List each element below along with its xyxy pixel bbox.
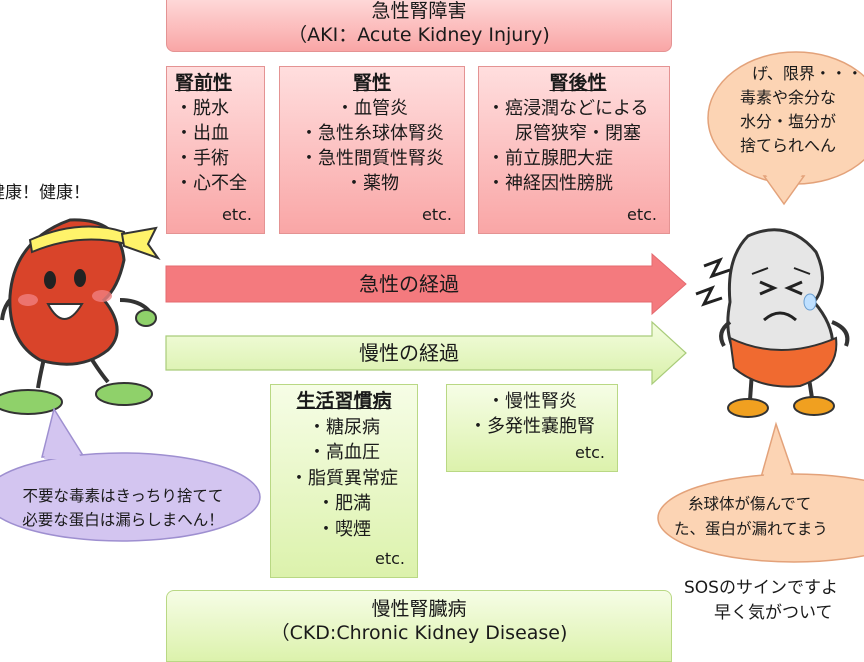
sos-text: SOSのサインですよ 早く気がついて bbox=[684, 576, 864, 626]
renal-header: 腎性 bbox=[352, 72, 391, 94]
sick-top-line: げ、限界・・・ bbox=[752, 64, 863, 83]
prerenal-item: ・出血 bbox=[175, 123, 229, 144]
lifestyle-item: ・肥満 bbox=[317, 493, 371, 514]
postrenal-item: ・神経因性膀胱 bbox=[487, 173, 613, 194]
sick-bottom-bubble-shape bbox=[657, 421, 864, 563]
prerenal-box: 腎前性 ・脱水 ・出血 ・手術 ・心不全 etc. bbox=[166, 66, 265, 234]
lifestyle-item: ・喫煙 bbox=[317, 518, 371, 540]
sos-line: 早く気がついて bbox=[714, 603, 833, 623]
prerenal-etc: etc. bbox=[222, 205, 252, 224]
postrenal-item: 尿管狭窄・閉塞 bbox=[515, 123, 641, 144]
aki-title-box: 急性腎障害 （AKI：Acute Kidney Injury) bbox=[166, 0, 672, 52]
ckd-title-box: 慢性腎臓病 （CKD:Chronic Kidney Disease) bbox=[166, 590, 672, 662]
aki-title: 急性腎障害 bbox=[371, 0, 467, 22]
renal-item: ・急性間質性腎炎 bbox=[300, 148, 444, 169]
ckd-title: 慢性腎臓病 bbox=[371, 598, 467, 620]
lifestyle-item: ・糖尿病 bbox=[308, 416, 380, 438]
prerenal-header: 腎前性 bbox=[175, 72, 233, 94]
lifestyle-header: 生活習慣病 bbox=[296, 390, 392, 412]
postrenal-box: 腎後性 ・癌浸潤などによる 尿管狭窄・閉塞 ・前立腺肥大症 ・神経因性膀胱 et… bbox=[478, 66, 670, 234]
lifestyle-box: 生活習慣病 ・糖尿病 ・高血圧 ・脂質異常症 ・肥満 ・喫煙 etc. bbox=[270, 384, 418, 578]
healthy-bubble-line: 不要な毒素はきっちり捨てて bbox=[22, 487, 224, 505]
healthy-bubble-text: 不要な毒素はきっちり捨てて 必要な蛋白は漏らしまへん！ bbox=[0, 484, 254, 532]
sick-top-line: 水分・塩分が bbox=[740, 112, 837, 131]
sick-bottom-line: 糸球体が傷んでて bbox=[688, 495, 812, 513]
healthy-bubble-shape bbox=[0, 407, 261, 542]
renal-item: ・急性糸球体腎炎 bbox=[300, 123, 444, 144]
lifestyle-item: ・高血圧 bbox=[308, 442, 380, 463]
lifestyle-etc: etc. bbox=[375, 548, 405, 568]
chronic-arrow bbox=[165, 320, 687, 386]
acute-arrow-label: 急性の経過 bbox=[359, 272, 459, 296]
sick-top-line: 捨てられへん bbox=[740, 136, 837, 155]
prerenal-item: ・脱水 bbox=[175, 98, 229, 119]
sick-top-line: 毒素や余分な bbox=[740, 88, 837, 107]
sick-top-bubble-shape bbox=[707, 51, 864, 206]
healthy-shout: 健康！健康！ bbox=[0, 183, 90, 203]
postrenal-header: 腎後性 bbox=[549, 72, 607, 94]
chronic-causes-item: ・多発性嚢胞腎 bbox=[469, 416, 595, 437]
prerenal-item: ・心不全 bbox=[175, 173, 247, 194]
chronic-causes-box: ・慢性腎炎 ・多発性嚢胞腎 etc. bbox=[446, 384, 618, 472]
sick-bottom-line: た、蛋白が漏れてまう bbox=[674, 520, 828, 538]
renal-box: 腎性 ・血管炎 ・急性糸球体腎炎 ・急性間質性腎炎 ・薬物 etc. bbox=[279, 66, 465, 234]
aki-subtitle: （AKI：Acute Kidney Injury) bbox=[288, 24, 550, 46]
renal-etc: etc. bbox=[422, 205, 452, 224]
sick-top-bubble-text: げ、限界・・・ 毒素や余分な 水分・塩分が 捨てられへん bbox=[740, 62, 864, 158]
postrenal-item: ・癌浸潤などによる bbox=[487, 98, 649, 119]
chronic-causes-etc: etc. bbox=[575, 443, 605, 462]
renal-item: ・血管炎 bbox=[336, 98, 408, 119]
postrenal-item: ・前立腺肥大症 bbox=[487, 148, 613, 169]
chronic-causes-item: ・慢性腎炎 bbox=[487, 391, 577, 412]
chronic-arrow-label: 慢性の経過 bbox=[359, 341, 459, 365]
postrenal-etc: etc. bbox=[627, 205, 657, 224]
lifestyle-item: ・脂質異常症 bbox=[290, 467, 398, 489]
healthy-kidney-character bbox=[0, 218, 161, 415]
prerenal-item: ・手術 bbox=[175, 148, 229, 169]
sick-bottom-bubble-text: 糸球体が傷んでて た、蛋白が漏れてまう bbox=[666, 492, 864, 542]
renal-item: ・薬物 bbox=[345, 173, 399, 194]
acute-arrow bbox=[165, 252, 687, 316]
healthy-bubble-line: 必要な蛋白は漏らしまへん！ bbox=[22, 511, 224, 529]
sick-kidney-character bbox=[695, 228, 850, 418]
ckd-subtitle: （CKD:Chronic Kidney Disease) bbox=[270, 622, 568, 644]
sos-line: SOSのサインですよ bbox=[684, 578, 838, 598]
